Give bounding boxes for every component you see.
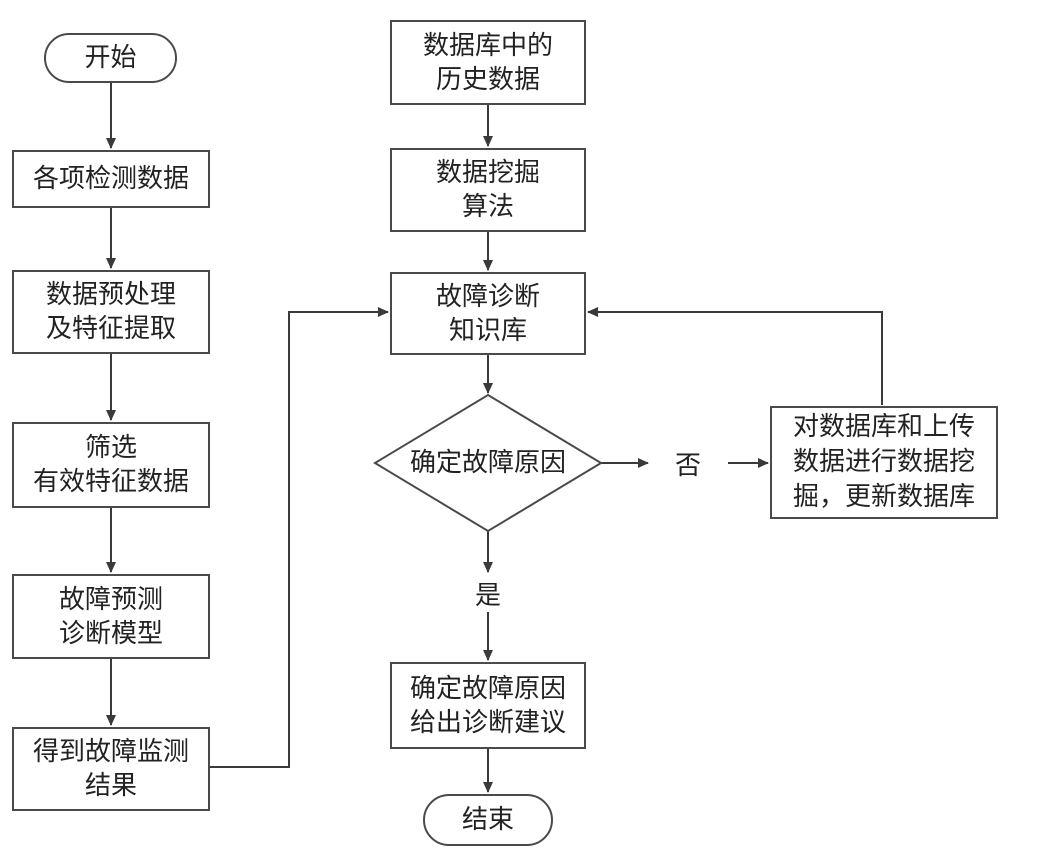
- advice-node: 确定故障原因 给出诊断建议: [390, 662, 586, 749]
- no-branch-label: 否: [652, 443, 724, 483]
- collect-data-label: 各项检测数据: [32, 164, 189, 194]
- knowledge-base-node: 故障诊断 知识库: [390, 272, 586, 355]
- model-node: 故障预测 诊断模型: [12, 574, 210, 659]
- filter-node: 筛选 有效特征数据: [12, 422, 210, 508]
- update-database-label: 对数据库和上传 数据进行数据挖 掘，更新数据库: [792, 412, 975, 512]
- decision-label: 确定故障原因: [409, 448, 566, 478]
- edge-update-knowledge: [587, 307, 883, 405]
- start-node: 开始: [44, 33, 177, 83]
- update-database-node: 对数据库和上传 数据进行数据挖 掘，更新数据库: [770, 406, 998, 519]
- history-data-label: 数据库中的 历史数据: [422, 30, 553, 95]
- start-label: 开始: [84, 43, 137, 73]
- decision-node: 确定故障原因: [390, 440, 586, 486]
- edge-result-knowledge: [210, 307, 389, 768]
- result-node: 得到故障监测 结果: [12, 727, 210, 811]
- yes-branch-label: 是: [448, 574, 528, 612]
- result-label: 得到故障监测 结果: [32, 737, 189, 801]
- advice-label: 确定故障原因 给出诊断建议: [409, 673, 566, 738]
- history-data-node: 数据库中的 历史数据: [390, 20, 586, 105]
- preprocess-label: 数据预处理 及特征提取: [45, 280, 176, 344]
- knowledge-base-label: 故障诊断 知识库: [435, 281, 540, 346]
- end-node: 结束: [423, 794, 553, 846]
- filter-label: 筛选 有效特征数据: [32, 433, 189, 497]
- collect-data-node: 各项检测数据: [12, 150, 210, 208]
- end-label: 结束: [461, 805, 514, 835]
- preprocess-node: 数据预处理 及特征提取: [12, 270, 210, 354]
- decision-diamond: [373, 393, 603, 533]
- mining-algorithm-node: 数据挖掘 算法: [390, 148, 586, 232]
- model-label: 故障预测 诊断模型: [58, 584, 163, 649]
- mining-algorithm-label: 数据挖掘 算法: [435, 158, 540, 222]
